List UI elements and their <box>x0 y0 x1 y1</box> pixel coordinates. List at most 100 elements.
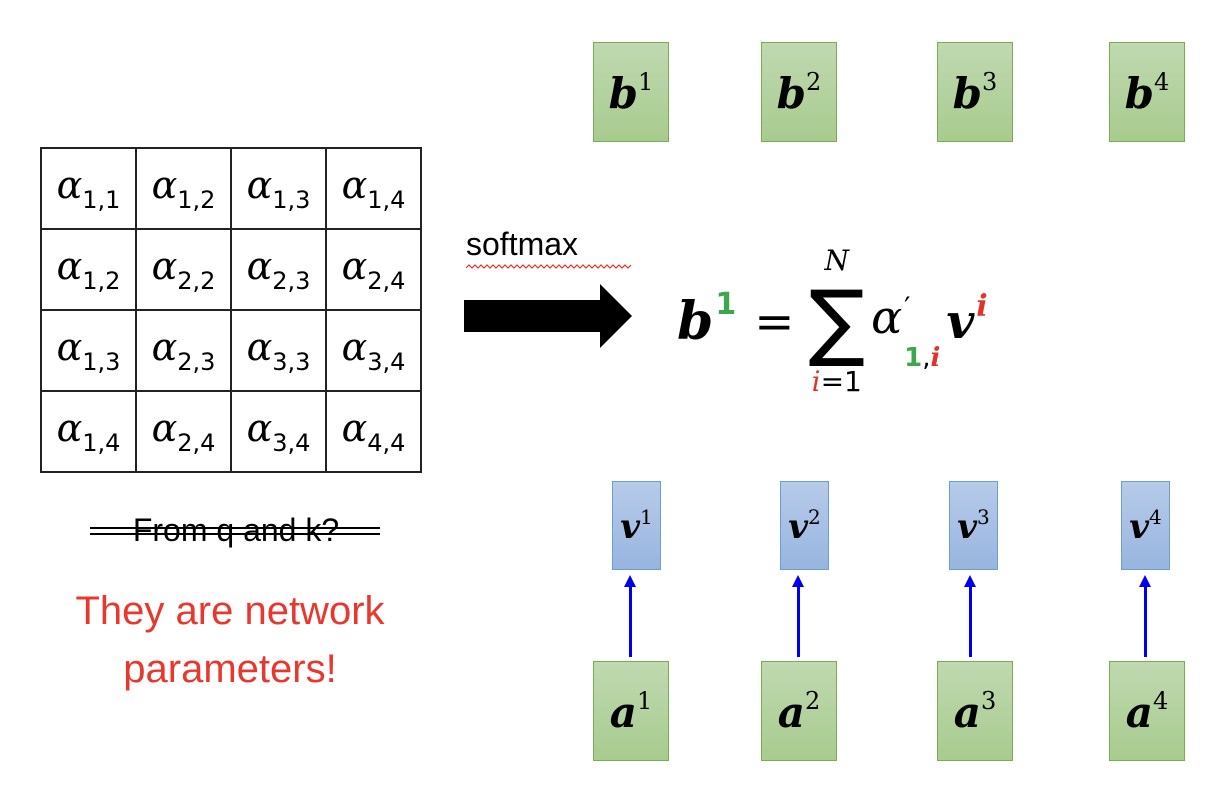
formula-alpha: α <box>871 290 903 344</box>
alpha-symbol: α <box>246 406 273 450</box>
alpha-subscript: 3,3 <box>272 348 311 376</box>
value-base: v <box>788 507 809 547</box>
alpha-symbol: α <box>56 406 83 450</box>
value-box-v3: v3 <box>949 481 998 570</box>
value-box-v2: v2 <box>780 481 829 570</box>
double-strikethrough <box>90 527 380 535</box>
output-sup: 1 <box>638 67 654 96</box>
answer-line-1: They are network <box>75 589 385 633</box>
alpha-symbol: α <box>151 325 178 369</box>
input-box-a2: a2 <box>761 661 837 761</box>
formula-alpha-term: α ′ 1,i <box>871 272 940 373</box>
sum-index: i <box>811 365 821 398</box>
alpha-symbol: α <box>151 406 178 450</box>
sum-upper-limit: N <box>824 244 850 277</box>
alpha-symbol: α <box>151 244 178 288</box>
formula-v-superscript: i <box>976 289 988 324</box>
formula-prime: ′ <box>904 291 911 324</box>
struck-question: From q and k? <box>132 512 340 548</box>
input-box-a3: a3 <box>937 661 1013 761</box>
alpha-subscript: 2,4 <box>367 267 406 295</box>
alpha-subscript: 1,3 <box>82 348 121 376</box>
input-base: a <box>1125 687 1153 737</box>
input-base: a <box>953 687 981 737</box>
matrix-cell: α3,3 <box>230 309 327 392</box>
subscript-col: i <box>930 343 941 373</box>
sum-start: =1 <box>820 365 862 398</box>
value-base: v <box>620 507 641 547</box>
formula-alpha-scripts: ′ 1,i <box>904 291 940 373</box>
output-box-b4: b4 <box>1109 42 1185 142</box>
formula-lhs-superscript: 1 <box>715 287 737 322</box>
value-sup: 4 <box>1149 505 1162 529</box>
value-base: v <box>957 507 978 547</box>
sum-lower-limit: i=1 <box>812 366 862 398</box>
formula-lhs-term: b 1 <box>677 290 736 352</box>
matrix-cell: α2,4 <box>135 390 232 473</box>
value-base: v <box>1129 507 1150 547</box>
value-sup: 1 <box>640 505 653 529</box>
up-arrow-icon <box>1139 575 1151 657</box>
output-box-b1: b1 <box>593 42 669 142</box>
up-arrow-icon <box>964 575 976 657</box>
subscript-sep: , <box>922 343 931 373</box>
formula-alpha-subscript: 1,i <box>904 344 940 372</box>
value-sup: 3 <box>977 505 990 529</box>
up-arrow-icon <box>792 575 804 657</box>
alpha-symbol: α <box>56 325 83 369</box>
alpha-subscript: 4,4 <box>367 429 406 457</box>
input-sup: 3 <box>980 686 997 715</box>
alpha-subscript: 2,3 <box>272 267 311 295</box>
matrix-cell: α3,4 <box>325 309 422 392</box>
sum-symbol: ∑ <box>808 272 866 370</box>
alpha-subscript: 1,4 <box>82 429 121 457</box>
alpha-symbol: α <box>56 163 83 207</box>
matrix-cell: α1,4 <box>40 390 137 473</box>
answer-note: They are network parameters! <box>30 582 430 698</box>
alpha-symbol: α <box>341 244 368 288</box>
alpha-subscript: 1,2 <box>82 267 121 295</box>
output-base: b <box>608 68 639 118</box>
matrix-cell: α1,1 <box>40 147 137 230</box>
alpha-symbol: α <box>151 163 178 207</box>
formula-equals: = <box>754 294 795 350</box>
value-sup: 2 <box>808 505 821 529</box>
matrix-cell: α1,3 <box>40 309 137 392</box>
right-arrow-icon <box>464 284 632 348</box>
alpha-symbol: α <box>341 163 368 207</box>
alpha-symbol: α <box>341 406 368 450</box>
output-sup: 3 <box>982 67 998 96</box>
input-base: a <box>777 687 805 737</box>
formula-v-term: v i <box>940 292 987 350</box>
matrix-cell: α1,3 <box>230 147 327 230</box>
weighted-sum-formula: b 1 = N ∑ i=1 α ′ 1,i v i <box>677 222 988 422</box>
matrix-cell: α2,3 <box>230 228 327 311</box>
input-box-a4: a4 <box>1109 661 1185 761</box>
alpha-subscript: 1,4 <box>367 186 406 214</box>
matrix-cell: α1,2 <box>40 228 137 311</box>
output-sup: 2 <box>806 67 822 96</box>
sum-operator: N ∑ i=1 <box>808 246 865 398</box>
input-box-a1: a1 <box>593 661 669 761</box>
alpha-symbol: α <box>246 163 273 207</box>
matrix-cell: α2,4 <box>325 228 422 311</box>
matrix-cell: α1,2 <box>135 147 232 230</box>
matrix-cell: α1,4 <box>325 147 422 230</box>
output-box-b3: b3 <box>937 42 1013 142</box>
alpha-subscript: 1,1 <box>82 186 121 214</box>
alpha-symbol: α <box>56 244 83 288</box>
up-arrow-icon <box>624 575 636 657</box>
alpha-subscript: 3,4 <box>367 348 406 376</box>
formula-v: v <box>946 294 975 350</box>
formula-lhs: b <box>677 291 714 352</box>
answer-line-2: parameters! <box>123 647 337 691</box>
softmax-label: softmax <box>466 226 579 262</box>
alpha-subscript: 2,2 <box>177 267 216 295</box>
alpha-subscript: 3,4 <box>272 429 311 457</box>
alpha-subscript: 1,2 <box>177 186 216 214</box>
alpha-subscript: 1,3 <box>272 186 311 214</box>
output-sup: 4 <box>1154 67 1170 96</box>
